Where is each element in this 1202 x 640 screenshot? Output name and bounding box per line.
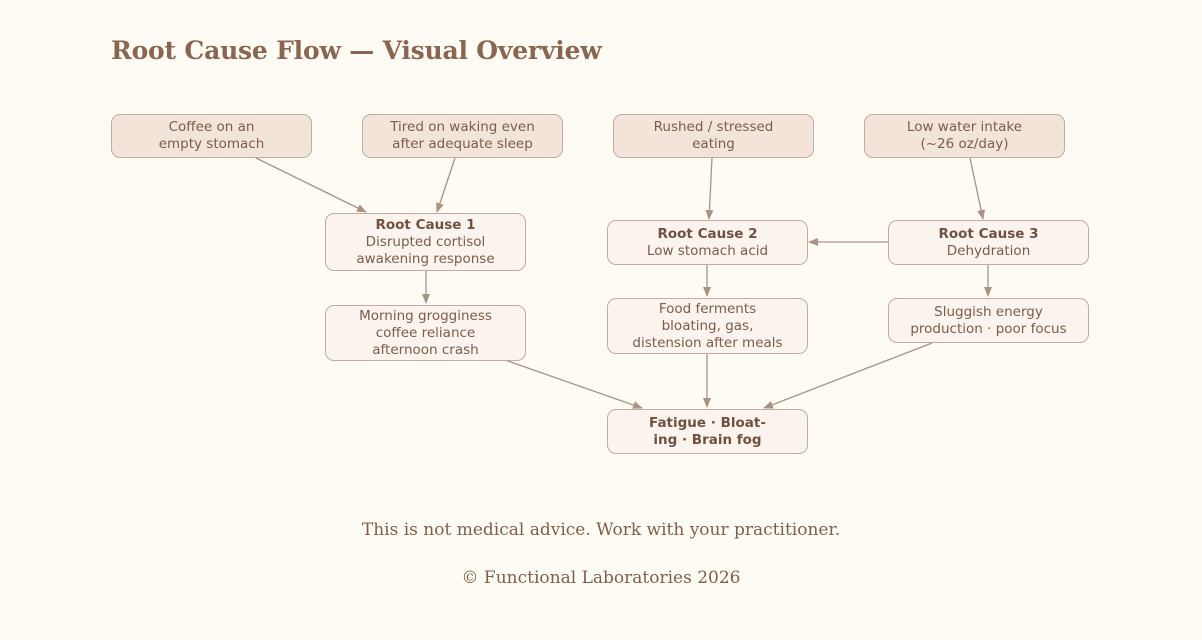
- node-coffee: Coffee on an empty stomach: [111, 114, 312, 158]
- footer-copyright: © Functional Laboratories 2026: [461, 568, 741, 588]
- root-cause-1-title: Root Cause 1: [375, 216, 476, 233]
- root-cause-2-title: Root Cause 2: [657, 225, 758, 242]
- arrow-sluggish-to-outcome: [763, 342, 933, 409]
- node-morning-label: Morning grogginess coffee reliance after…: [359, 307, 492, 358]
- arrow-morning-to-outcome: [504, 359, 643, 409]
- root-cause-2-desc: Low stomach acid: [646, 242, 769, 259]
- arrow-coffee-to-rc1: [255, 157, 367, 213]
- node-root-cause-3: Root Cause 3 Dehydration: [888, 220, 1089, 265]
- root-cause-3-title: Root Cause 3: [938, 225, 1039, 242]
- arrow-water-to-rc3: [969, 157, 986, 220]
- node-sluggish-energy: Sluggish energy production · poor focus: [888, 298, 1089, 343]
- page-title: Root Cause Flow — Visual Overview: [111, 36, 602, 65]
- node-outcome-label: Fatigue · Bloat- ing · Brain fog: [649, 414, 766, 448]
- node-water: Low water intake (~26 oz/day): [864, 114, 1065, 158]
- node-water-label: Low water intake (~26 oz/day): [906, 119, 1023, 152]
- node-food-ferments: Food ferments bloating, gas, distension …: [607, 298, 808, 354]
- node-morning-grogginess: Morning grogginess coffee reliance after…: [325, 305, 526, 361]
- node-tired: Tired on waking even after adequate slee…: [362, 114, 563, 158]
- node-rushed: Rushed / stressed eating: [613, 114, 814, 158]
- node-tired-label: Tired on waking even after adequate slee…: [390, 119, 535, 152]
- node-root-cause-2: Root Cause 2 Low stomach acid: [607, 220, 808, 265]
- root-cause-3-desc: Dehydration: [946, 242, 1031, 259]
- node-coffee-label: Coffee on an empty stomach: [158, 119, 265, 152]
- node-ferment-label: Food ferments bloating, gas, distension …: [632, 300, 783, 351]
- node-root-cause-1: Root Cause 1 Disrupted cortisol awakenin…: [325, 213, 526, 271]
- root-cause-1-desc: Disrupted cortisol awakening response: [356, 233, 495, 267]
- node-rushed-label: Rushed / stressed eating: [653, 119, 774, 152]
- footer-disclaimer: This is not medical advice. Work with yo…: [361, 520, 841, 540]
- node-sluggish-label: Sluggish energy production · poor focus: [910, 303, 1067, 337]
- arrow-tired-to-rc1: [436, 157, 456, 213]
- node-outcome: Fatigue · Bloat- ing · Brain fog: [607, 409, 808, 454]
- arrow-rushed-to-rc2: [705, 157, 714, 220]
